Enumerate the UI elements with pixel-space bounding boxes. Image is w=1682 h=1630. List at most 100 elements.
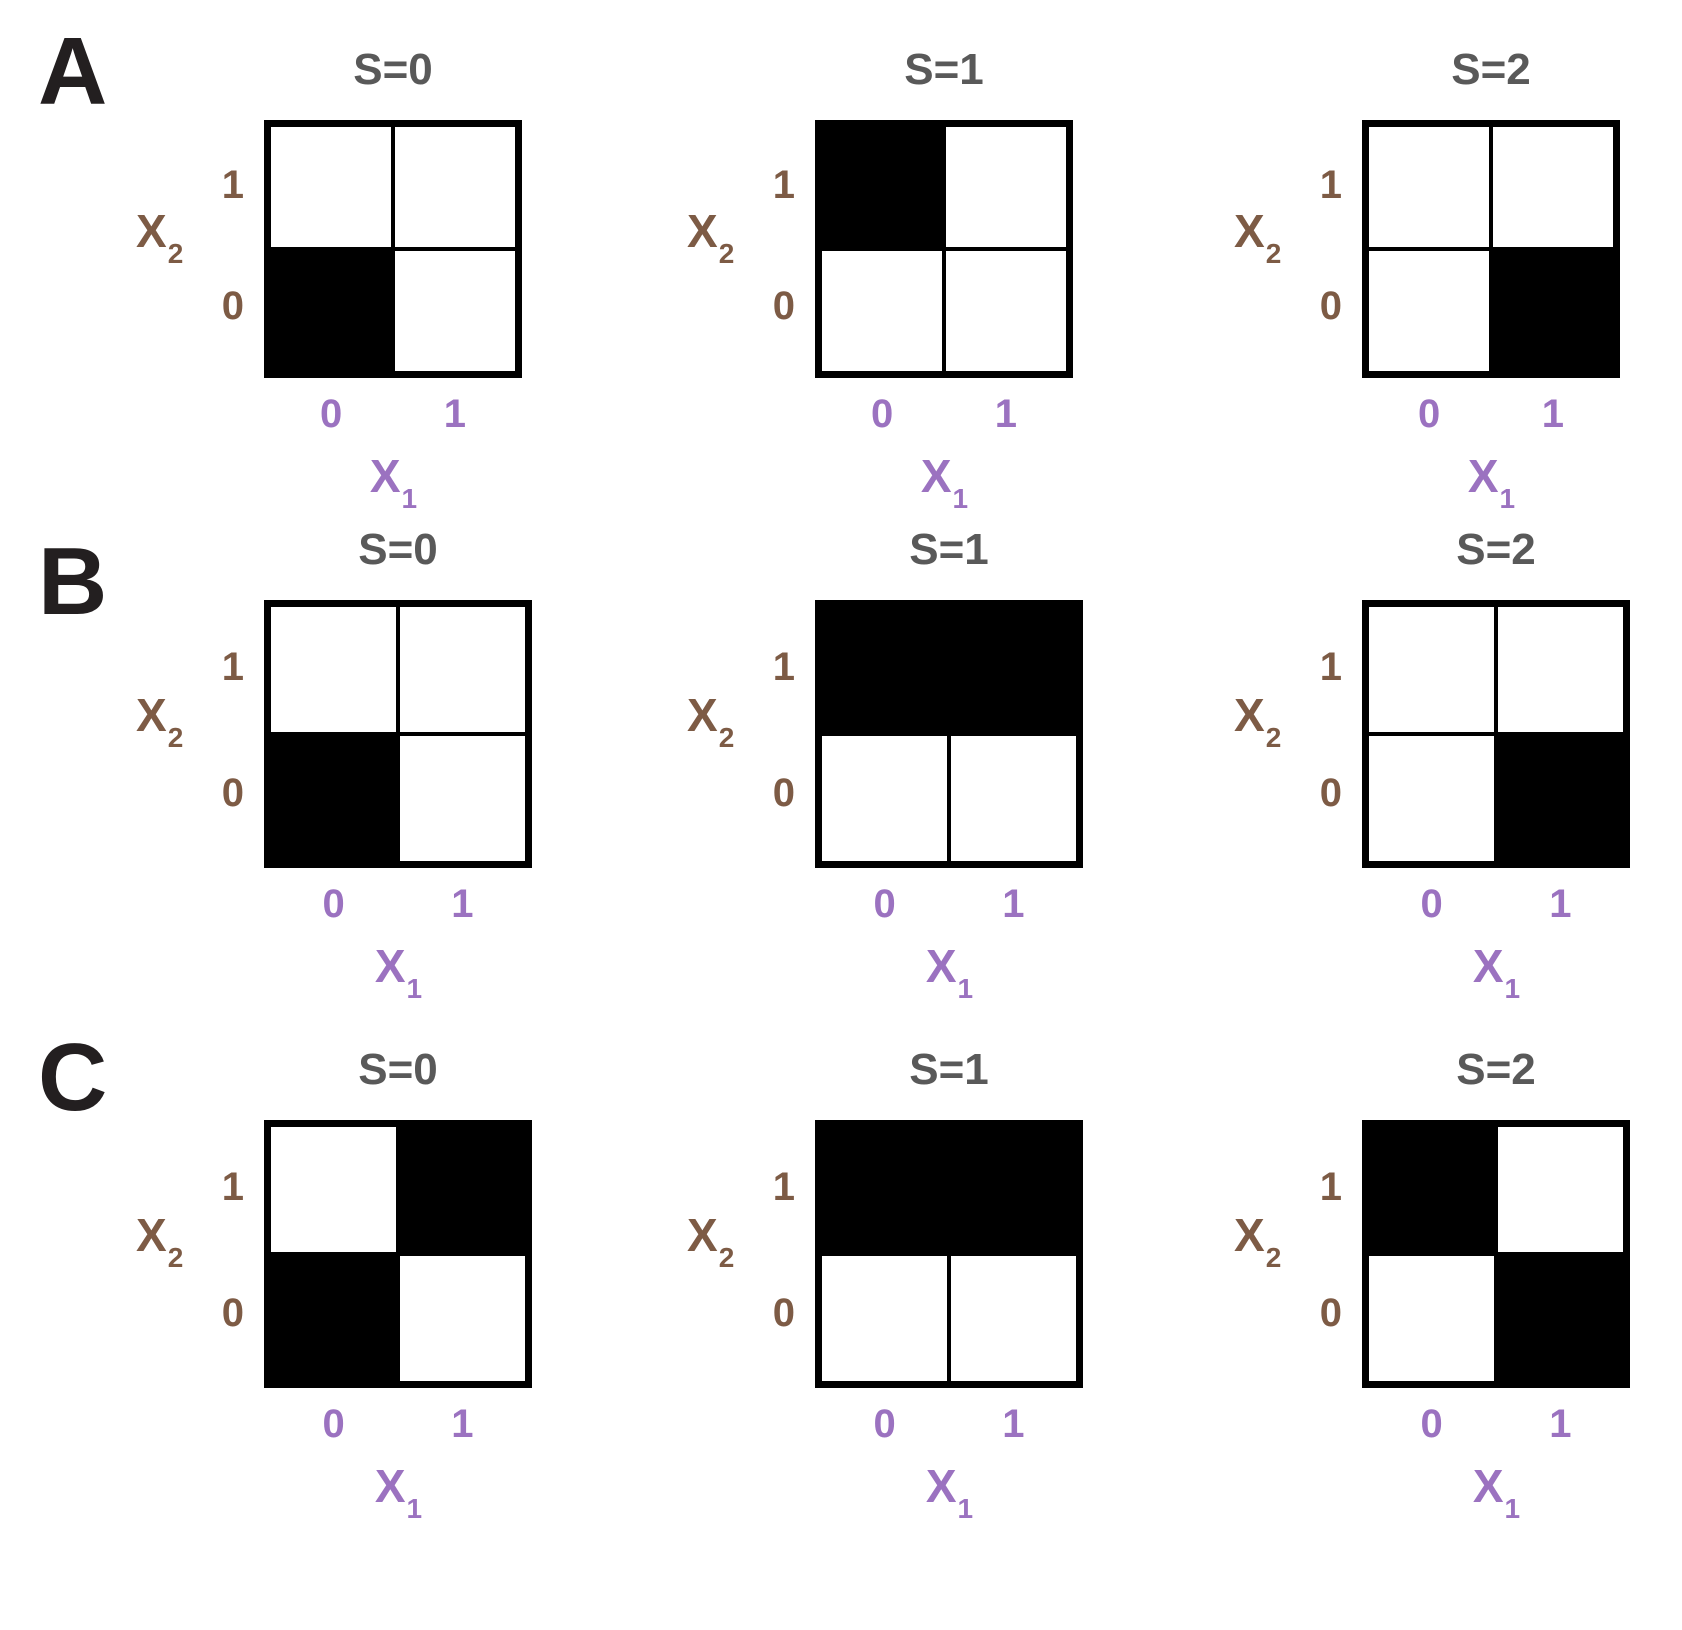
heatmap-cell xyxy=(269,249,393,373)
x-tick-0: 0 xyxy=(322,882,345,926)
x-axis-label-var: X xyxy=(1467,450,1499,502)
y-tick-0: 0 xyxy=(1319,1290,1342,1335)
y-axis-label-sub: 2 xyxy=(718,722,735,754)
x-tick-0: 0 xyxy=(1420,1402,1443,1446)
heatmap-grid xyxy=(815,120,1073,378)
y-axis-label-var: X xyxy=(1234,688,1265,741)
y-axis-label: X2 xyxy=(687,688,734,752)
x-tick-1: 1 xyxy=(1549,1402,1572,1446)
panel-letter-c: C xyxy=(38,1024,107,1131)
y-axis-label-var: X xyxy=(687,688,718,741)
heatmap-grid xyxy=(1362,120,1620,378)
x-tick-1: 1 xyxy=(1002,1402,1025,1446)
y-axis-label-sub: 2 xyxy=(167,1242,184,1274)
y-axis-label-sub: 2 xyxy=(718,1242,735,1274)
x-tick-1: 1 xyxy=(1002,882,1025,926)
y-tick-0: 0 xyxy=(772,283,795,328)
grid-title: S=0 xyxy=(358,1045,438,1094)
heatmap-cell xyxy=(1367,1125,1496,1254)
x-axis-label: X1 xyxy=(815,1460,1083,1523)
heatmap-grid xyxy=(815,1120,1083,1388)
x-tick-1: 1 xyxy=(994,392,1018,436)
heatmap-cell xyxy=(949,1125,1078,1254)
x-axis-label-var: X xyxy=(925,940,957,992)
heatmap-cell xyxy=(1496,1125,1625,1254)
x-axis-label-sub: 1 xyxy=(1504,973,1521,1005)
heatmap-cell xyxy=(1496,605,1625,734)
x-axis-label-sub: 1 xyxy=(957,973,974,1005)
heatmap-cell xyxy=(393,125,517,249)
x-tick-1: 1 xyxy=(443,392,467,436)
x-tick-1: 1 xyxy=(1549,882,1572,926)
x-tick-1: 1 xyxy=(451,1402,474,1446)
y-axis-label: X2 xyxy=(1234,688,1281,752)
heatmap-cell xyxy=(398,1254,527,1383)
grid-title: S=1 xyxy=(904,45,984,94)
heatmap-cell xyxy=(944,125,1068,249)
heatmap-cell xyxy=(269,125,393,249)
x-axis-label-sub: 1 xyxy=(406,973,423,1005)
x-tick-0: 0 xyxy=(319,392,343,436)
x-axis-label: X1 xyxy=(815,453,1073,513)
x-axis-label-var: X xyxy=(374,1460,406,1512)
heatmap-cell xyxy=(1367,605,1496,734)
heatmap-cell xyxy=(269,1125,398,1254)
heatmap-grid xyxy=(264,600,532,868)
y-axis-label-var: X xyxy=(1234,1208,1265,1261)
y-tick-1: 1 xyxy=(772,645,795,689)
panel-letter-a: A xyxy=(38,18,107,125)
y-axis-label: X2 xyxy=(136,1208,183,1272)
grid-title: S=2 xyxy=(1456,525,1536,574)
x-axis-label-var: X xyxy=(369,450,401,502)
x-axis-label: X1 xyxy=(264,940,532,1003)
heatmap-cell xyxy=(393,249,517,373)
x-tick-0: 0 xyxy=(1420,882,1443,926)
y-axis-label: X2 xyxy=(1234,208,1281,268)
x-axis-label-sub: 1 xyxy=(1504,1493,1521,1525)
y-tick-1: 1 xyxy=(772,1165,795,1209)
heatmap-cell xyxy=(269,605,398,734)
heatmap-cell xyxy=(1491,249,1615,373)
heatmap-cell xyxy=(1491,125,1615,249)
heatmap-cell xyxy=(820,734,949,863)
heatmap-grid xyxy=(264,120,522,378)
heatmap-cell xyxy=(949,605,1078,734)
x-axis-label: X1 xyxy=(1362,943,1630,1003)
y-tick-1: 1 xyxy=(772,162,795,207)
y-axis-label-sub: 2 xyxy=(167,237,184,269)
heatmap-cell xyxy=(269,1254,398,1383)
y-axis-label: X2 xyxy=(687,1212,734,1272)
heatmap-cell xyxy=(398,605,527,734)
y-axis-label-sub: 2 xyxy=(1265,722,1282,754)
y-tick-1: 1 xyxy=(221,162,244,207)
heatmap-cell xyxy=(949,1254,1078,1383)
y-tick-1: 1 xyxy=(1319,645,1342,689)
y-axis-label-sub: 2 xyxy=(718,237,735,269)
heatmap-cell xyxy=(1367,125,1491,249)
y-axis-label: X2 xyxy=(136,688,183,752)
grid-title: S=1 xyxy=(909,525,989,574)
x-tick-0: 0 xyxy=(1417,392,1441,436)
x-tick-0: 0 xyxy=(870,392,894,436)
y-tick-1: 1 xyxy=(1319,1165,1342,1209)
y-tick-0: 0 xyxy=(772,1290,795,1335)
y-axis-label-var: X xyxy=(136,1208,167,1261)
grid-title: S=0 xyxy=(358,525,438,574)
y-axis-label: X2 xyxy=(1234,1208,1281,1272)
y-axis-label-var: X xyxy=(136,688,167,741)
heatmap-cell xyxy=(949,734,1078,863)
y-axis-label-var: X xyxy=(136,204,167,257)
panel-letter-b: B xyxy=(38,528,107,635)
heatmap-cell xyxy=(1496,1254,1625,1383)
x-tick-1: 1 xyxy=(1541,392,1565,436)
heatmap-grid xyxy=(815,600,1083,868)
y-axis-label-sub: 2 xyxy=(1265,237,1282,269)
y-tick-1: 1 xyxy=(1319,162,1342,207)
x-axis-label: X1 xyxy=(1362,450,1620,513)
x-axis-label-var: X xyxy=(374,940,406,992)
heatmap-grid xyxy=(1362,1120,1630,1388)
grid-title: S=0 xyxy=(353,45,433,94)
x-axis-label-var: X xyxy=(1472,1460,1504,1512)
x-axis-label-var: X xyxy=(925,1460,957,1512)
heatmap-cell xyxy=(269,734,398,863)
